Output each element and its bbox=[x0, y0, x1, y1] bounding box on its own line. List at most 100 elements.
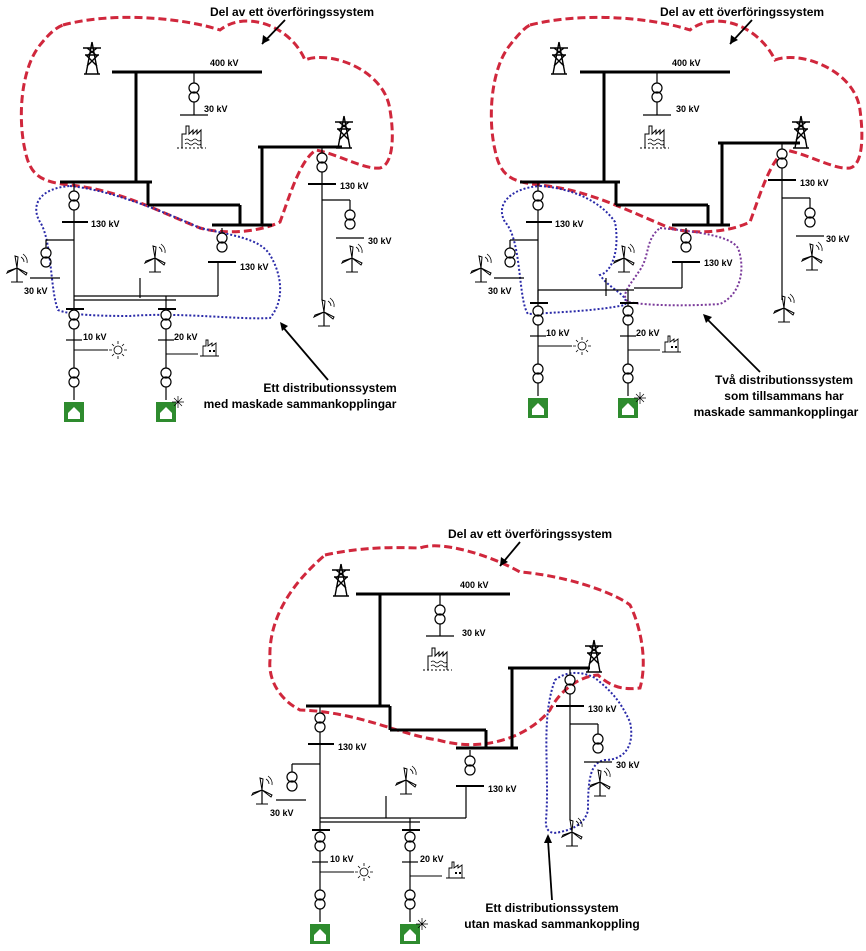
wind-turbine-icon bbox=[313, 297, 335, 327]
sun-icon bbox=[572, 336, 592, 356]
transformer-icon bbox=[404, 831, 416, 852]
transformer-icon bbox=[532, 190, 544, 211]
transmission-tower-icon bbox=[549, 41, 569, 75]
transformer-icon bbox=[316, 152, 328, 173]
transmission-boundary bbox=[268, 544, 645, 747]
voltage-label: 30 kV bbox=[270, 808, 294, 818]
transformer-icon bbox=[68, 309, 80, 330]
transformer-icon bbox=[216, 232, 228, 253]
voltage-label: 400 kV bbox=[210, 58, 239, 68]
wind-turbine-icon bbox=[251, 775, 273, 805]
wind-turbine-icon bbox=[6, 253, 28, 283]
transformer-icon bbox=[68, 367, 80, 388]
house-icon bbox=[400, 924, 420, 944]
factory-icon bbox=[661, 335, 682, 353]
distribution-boundary bbox=[500, 184, 627, 316]
wind-turbine-icon bbox=[773, 293, 795, 323]
wind-turbine-icon bbox=[801, 241, 823, 271]
transmission-tower-icon bbox=[82, 41, 102, 75]
transformer-icon bbox=[622, 305, 634, 326]
voltage-label: 130 kV bbox=[588, 704, 617, 714]
transformer-icon bbox=[404, 889, 416, 910]
voltage-label: 30 kV bbox=[616, 760, 640, 770]
voltage-label: 30 kV bbox=[24, 286, 48, 296]
voltage-label: 30 kV bbox=[462, 628, 486, 638]
caption-distribution: Ett distributionssystem bbox=[485, 901, 618, 915]
voltage-label: 130 kV bbox=[340, 181, 369, 191]
house-icon bbox=[618, 398, 638, 418]
transformer-icon bbox=[286, 771, 298, 792]
voltage-label: 130 kV bbox=[488, 784, 517, 794]
sun-icon bbox=[354, 862, 374, 882]
factory-icon bbox=[639, 125, 670, 149]
transformer-icon bbox=[314, 889, 326, 910]
house-icon bbox=[310, 924, 330, 944]
house-icon bbox=[156, 402, 176, 422]
voltage-label: 130 kV bbox=[91, 219, 120, 229]
voltage-label: 400 kV bbox=[672, 58, 701, 68]
transmission-tower-icon bbox=[331, 563, 351, 597]
voltage-label: 130 kV bbox=[704, 258, 733, 268]
voltage-label: 10 kV bbox=[330, 854, 354, 864]
house-icon bbox=[64, 402, 84, 422]
transformer-icon bbox=[532, 363, 544, 384]
transformer-icon bbox=[651, 82, 663, 103]
wind-turbine-icon bbox=[144, 243, 166, 273]
factory-icon bbox=[199, 339, 220, 357]
distribution-boundary bbox=[35, 184, 282, 320]
caption-distribution: som tillsammans har bbox=[724, 389, 844, 403]
transformer-icon bbox=[680, 232, 692, 253]
voltage-label: 400 kV bbox=[460, 580, 489, 590]
house-icon bbox=[528, 398, 548, 418]
voltage-label: 30 kV bbox=[204, 104, 228, 114]
caption-transmission: Del av ett överföringssystem bbox=[448, 527, 612, 541]
caption-distribution: maskade sammankopplingar bbox=[694, 405, 859, 419]
wind-turbine-icon bbox=[395, 765, 417, 795]
factory-icon bbox=[176, 125, 207, 149]
transformer-icon bbox=[804, 207, 816, 228]
transmission-tower-icon bbox=[334, 115, 354, 149]
wind-turbine-icon bbox=[561, 817, 583, 847]
voltage-label: 20 kV bbox=[636, 328, 660, 338]
voltage-label: 130 kV bbox=[800, 178, 829, 188]
panel-top-left: 400 kV 30 kV 130 kV 30 kV 130 kV bbox=[6, 5, 397, 422]
transformer-icon bbox=[160, 309, 172, 330]
panel-top-right: 400 kV 30 kV 130 kV 30 kV 130 kV bbox=[470, 5, 864, 419]
voltage-label: 30 kV bbox=[488, 286, 512, 296]
voltage-label: 30 kV bbox=[676, 104, 700, 114]
panel-bottom: 400 kV 30 kV 130 kV 30 kV 130 kV bbox=[251, 527, 645, 944]
transformer-icon bbox=[464, 755, 476, 776]
sun-icon bbox=[108, 340, 128, 360]
transformer-icon bbox=[68, 190, 80, 211]
wind-turbine-icon bbox=[589, 767, 611, 797]
voltage-label: 10 kV bbox=[83, 332, 107, 342]
voltage-label: 130 kV bbox=[555, 219, 584, 229]
voltage-label: 30 kV bbox=[368, 236, 392, 246]
transformer-icon bbox=[532, 305, 544, 326]
transformer-icon bbox=[160, 367, 172, 388]
transformer-icon bbox=[592, 733, 604, 754]
transformer-icon bbox=[314, 712, 326, 733]
distribution-boundary-second bbox=[624, 226, 743, 307]
distribution-boundary bbox=[544, 672, 633, 834]
voltage-label: 130 kV bbox=[338, 742, 367, 752]
transformer-icon bbox=[504, 247, 516, 268]
caption-distribution: Ett distributionssystem bbox=[263, 381, 396, 395]
wind-turbine-icon bbox=[470, 253, 492, 283]
caption-distribution: Två distributionssystem bbox=[715, 373, 853, 387]
factory-icon bbox=[422, 647, 453, 671]
caption-transmission: Del av ett överföringssystem bbox=[210, 5, 374, 19]
voltage-label: 10 kV bbox=[546, 328, 570, 338]
voltage-label: 130 kV bbox=[240, 262, 269, 272]
transformer-icon bbox=[188, 82, 200, 103]
transformer-icon bbox=[344, 209, 356, 230]
transformer-icon bbox=[434, 604, 446, 625]
wind-turbine-icon bbox=[341, 243, 363, 273]
caption-distribution: med maskade sammankopplingar bbox=[204, 397, 397, 411]
voltage-label: 20 kV bbox=[174, 332, 198, 342]
voltage-label: 20 kV bbox=[420, 854, 444, 864]
wind-turbine-icon bbox=[613, 243, 635, 273]
transformer-icon bbox=[776, 148, 788, 169]
caption-distribution: utan maskad sammankoppling bbox=[464, 917, 639, 931]
